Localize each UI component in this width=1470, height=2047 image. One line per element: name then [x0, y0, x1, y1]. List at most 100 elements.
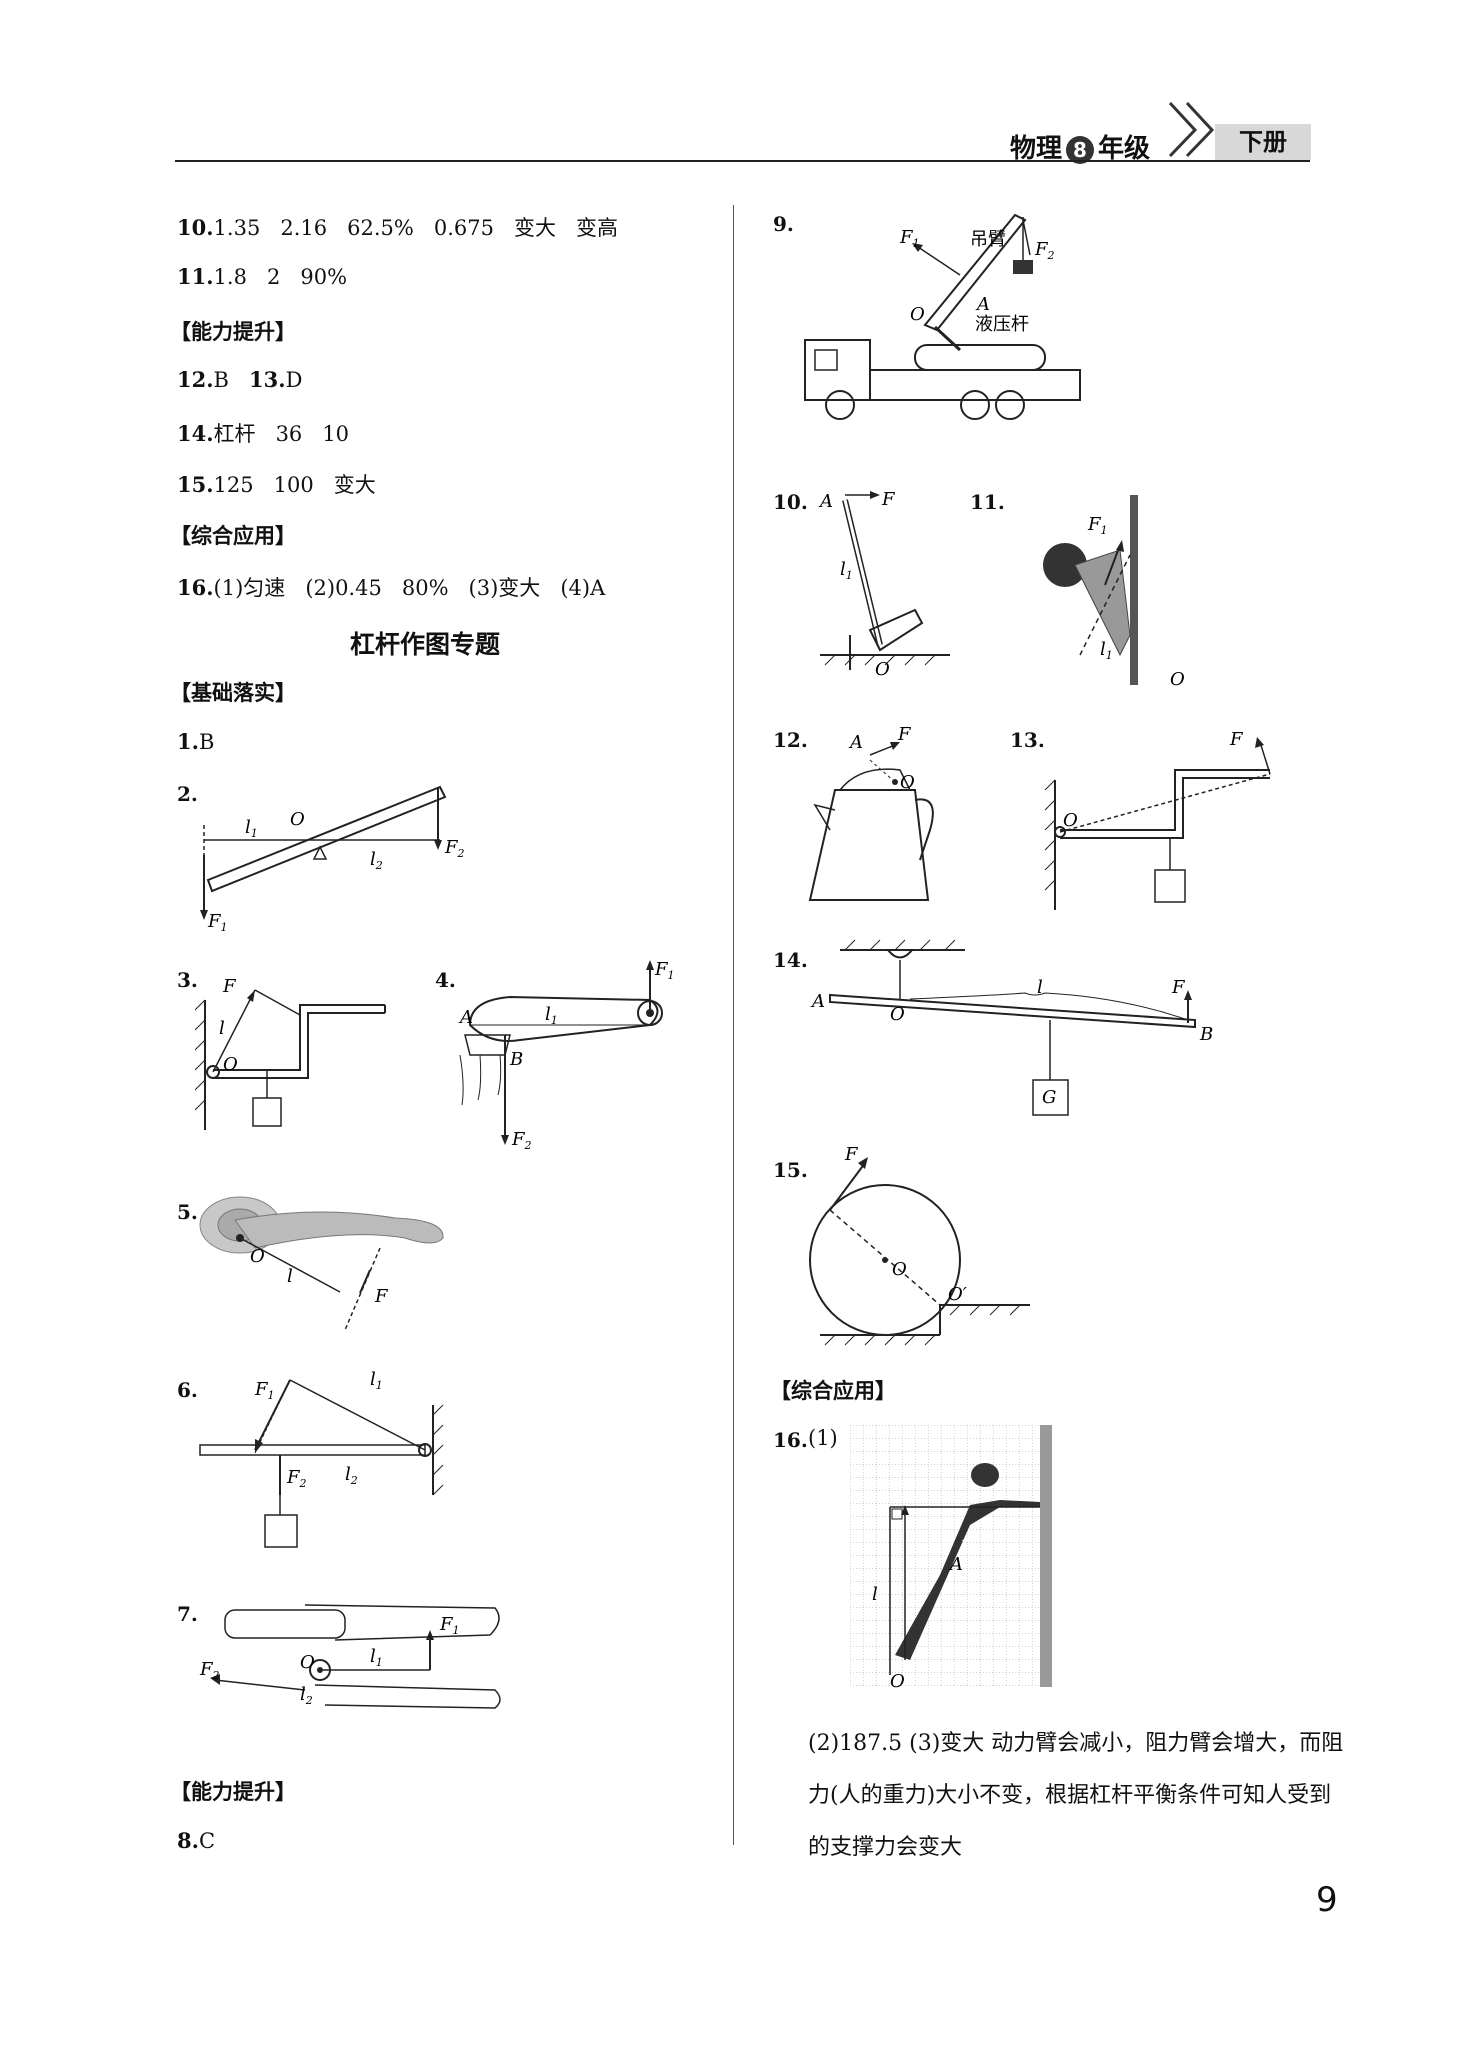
question-number: 6. — [177, 1378, 198, 1402]
svg-text:F2: F2 — [199, 1659, 220, 1682]
svg-text:O: O — [890, 1004, 905, 1025]
answer-line-12-13: 12.B 13.D — [177, 367, 303, 392]
svg-text:F2: F2 — [1034, 239, 1055, 262]
answer-line-10: 10.1.35 2.16 62.5% 0.675 变大 变高 — [177, 215, 619, 240]
answer-line-14: 14.杠杆 36 10 — [177, 421, 350, 446]
volume-badge: 下册 — [1215, 124, 1311, 160]
svg-text:F: F — [222, 976, 237, 997]
grade-label: 年级 — [1098, 134, 1151, 164]
question-number: 2. — [177, 782, 198, 806]
svg-text:A: A — [975, 294, 990, 315]
subject-label: 物理 — [1010, 134, 1063, 164]
figure-q14-beam: A O l F B G — [810, 939, 1213, 1116]
figure-q15-wheel: F O O′ — [809, 1145, 1030, 1346]
svg-text:l1: l1 — [545, 1004, 558, 1027]
topic-title: 杠杆作图专题 — [350, 630, 501, 659]
q16-part1: (1) — [808, 1426, 838, 1450]
svg-text:A: A — [848, 732, 863, 753]
svg-text:A: A — [810, 991, 825, 1012]
chevron-right-icon — [1168, 101, 1215, 158]
svg-text:O: O — [875, 659, 890, 680]
svg-text:F: F — [897, 724, 912, 745]
answer-line-16: 16.(1)匀速 (2)0.45 80% (3)变大 (4)A — [177, 575, 606, 600]
svg-text:B: B — [509, 1049, 523, 1070]
svg-text:l1: l1 — [370, 1369, 383, 1392]
svg-text:B: B — [1199, 1024, 1213, 1045]
svg-text:O: O — [223, 1054, 238, 1075]
answer-line-8: 8.C — [177, 1828, 216, 1853]
grade-number: 8 — [1066, 136, 1095, 164]
svg-text:l2: l2 — [300, 1684, 313, 1707]
question-number: 7. — [177, 1602, 198, 1626]
question-number: 9. — [773, 212, 794, 236]
crane-arm-label: 吊臂 — [970, 229, 1006, 250]
svg-text:F: F — [844, 1145, 859, 1165]
question-number: 12. — [773, 728, 808, 752]
svg-text:A: A — [818, 491, 833, 512]
svg-text:F: F — [1171, 977, 1186, 998]
svg-text:O: O — [300, 1652, 315, 1673]
section-heading: 【能力提升】 — [170, 1780, 296, 1804]
figure-q3-bent-lever: F l O — [195, 976, 386, 1130]
svg-text:F: F — [881, 489, 896, 510]
figure-q13-bent-rod: F O — [1044, 729, 1271, 910]
figure-q7-brake-lever: O l1 F1 F2 l2 — [199, 1604, 501, 1709]
question-number: 14. — [773, 948, 808, 972]
weight-label: G — [1042, 1087, 1056, 1108]
svg-text:l1: l1 — [370, 1646, 383, 1669]
svg-text:F1: F1 — [254, 1379, 275, 1402]
svg-text:l2: l2 — [370, 849, 383, 872]
svg-text:F2: F2 — [511, 1129, 532, 1152]
section-heading: 【基础落实】 — [170, 681, 296, 705]
figure-q4-pliers: A l1 B F1 F2 — [458, 959, 675, 1152]
svg-text:l1: l1 — [1100, 639, 1113, 662]
svg-text:l1: l1 — [245, 817, 258, 840]
svg-text:F: F — [374, 1286, 389, 1307]
svg-text:F1: F1 — [207, 911, 228, 934]
header-rule — [175, 160, 1310, 162]
figure-q9-crane: F1 F2 O A 吊臂 液压杆 — [804, 213, 1081, 420]
svg-text:F1: F1 — [1087, 514, 1108, 537]
svg-text:F1: F1 — [899, 227, 920, 250]
question-number: 16. — [773, 1428, 808, 1452]
q16-answer-text: (2)187.5 (3)变大 动力臂会减小，阻力臂会增大，而阻力(人的重力)大小… — [808, 1731, 1344, 1860]
page-number: 9 — [1316, 1880, 1338, 1920]
svg-text:l: l — [219, 1018, 225, 1039]
svg-text:O: O — [1170, 669, 1185, 690]
figure-q6-bracket: F1 l1 F2 l2 — [199, 1369, 444, 1548]
question-number: 5. — [177, 1200, 198, 1224]
svg-text:A: A — [948, 1554, 963, 1575]
svg-text:F1: F1 — [654, 959, 675, 982]
svg-text:O: O — [892, 1259, 907, 1280]
svg-text:F: F — [959, 1537, 974, 1558]
svg-text:F2: F2 — [286, 1467, 307, 1490]
svg-text:O: O — [1063, 810, 1078, 831]
answer-line-15: 15.125 100 变大 — [177, 472, 376, 497]
svg-text:l: l — [287, 1266, 293, 1287]
svg-text:l2: l2 — [345, 1464, 358, 1487]
svg-text:A: A — [458, 1007, 473, 1028]
svg-text:O: O — [290, 809, 305, 830]
figure-q11-pushup: F1 l1 O — [1043, 495, 1185, 690]
svg-text:O: O — [250, 1246, 265, 1267]
section-heading: 【能力提升】 — [170, 320, 296, 344]
column-divider — [733, 205, 734, 1845]
svg-text:O: O — [900, 772, 915, 793]
figure-q16-grid-pushup: l F A O — [850, 1425, 1052, 1690]
section-heading: 【综合应用】 — [170, 524, 296, 548]
answer-line-1: 1.B — [177, 729, 215, 754]
figure-q10-hammer: A F l1 O — [818, 489, 950, 680]
section-heading: 【综合应用】 — [770, 1379, 896, 1403]
svg-text:F2: F2 — [444, 837, 465, 860]
question-number: 10. — [773, 490, 808, 514]
svg-text:l: l — [1037, 977, 1043, 998]
question-number: 15. — [773, 1158, 808, 1182]
figure-q2-seesaw: l1 O l2 F2 F1 — [200, 785, 465, 934]
svg-text:l1: l1 — [840, 559, 853, 582]
svg-text:O: O — [890, 1671, 905, 1690]
svg-text:l: l — [872, 1584, 878, 1605]
svg-text:F1: F1 — [439, 1614, 460, 1637]
svg-text:F: F — [1229, 729, 1244, 750]
question-number: 11. — [970, 490, 1005, 514]
